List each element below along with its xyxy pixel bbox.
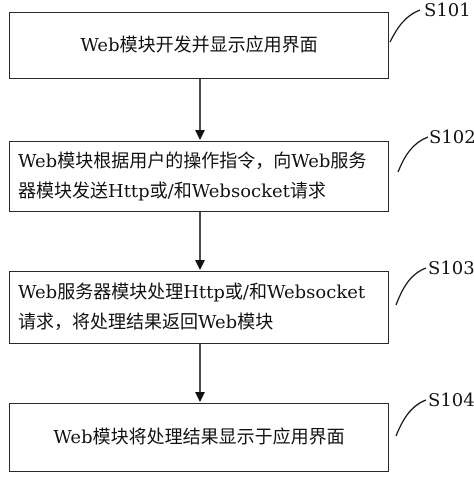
step-box-s101: Web模块开发并显示应用界面: [9, 12, 389, 79]
leader-line-s101: [389, 9, 421, 43]
step-box-s102: Web模块根据用户的操作指令，向Web服务器模块发送Http或/和Websock…: [9, 141, 389, 212]
leader-line-s102: [397, 136, 429, 173]
step-label-s101: S101: [424, 0, 471, 21]
step-label-s104: S104: [428, 390, 474, 411]
leader-line-s103: [395, 267, 427, 306]
step-text-s101: Web模块开发并显示应用界面: [80, 34, 318, 56]
step-label-s102: S102: [429, 127, 474, 148]
step-box-s103: Web服务器模块处理Http或/和Websocket请求，将处理结果返回Web模…: [9, 271, 389, 344]
step-box-s104: Web模块将处理结果显示于应用界面: [9, 403, 389, 472]
step-text-s103: Web服务器模块处理Http或/和Websocket请求，将处理结果返回Web模…: [18, 281, 366, 333]
step-text-s102: Web模块根据用户的操作指令，向Web服务器模块发送Http或/和Websock…: [18, 150, 367, 202]
leader-line-s104: [395, 399, 427, 437]
step-text-s104: Web模块将处理结果显示于应用界面: [53, 426, 345, 448]
step-label-s103: S103: [428, 258, 474, 279]
